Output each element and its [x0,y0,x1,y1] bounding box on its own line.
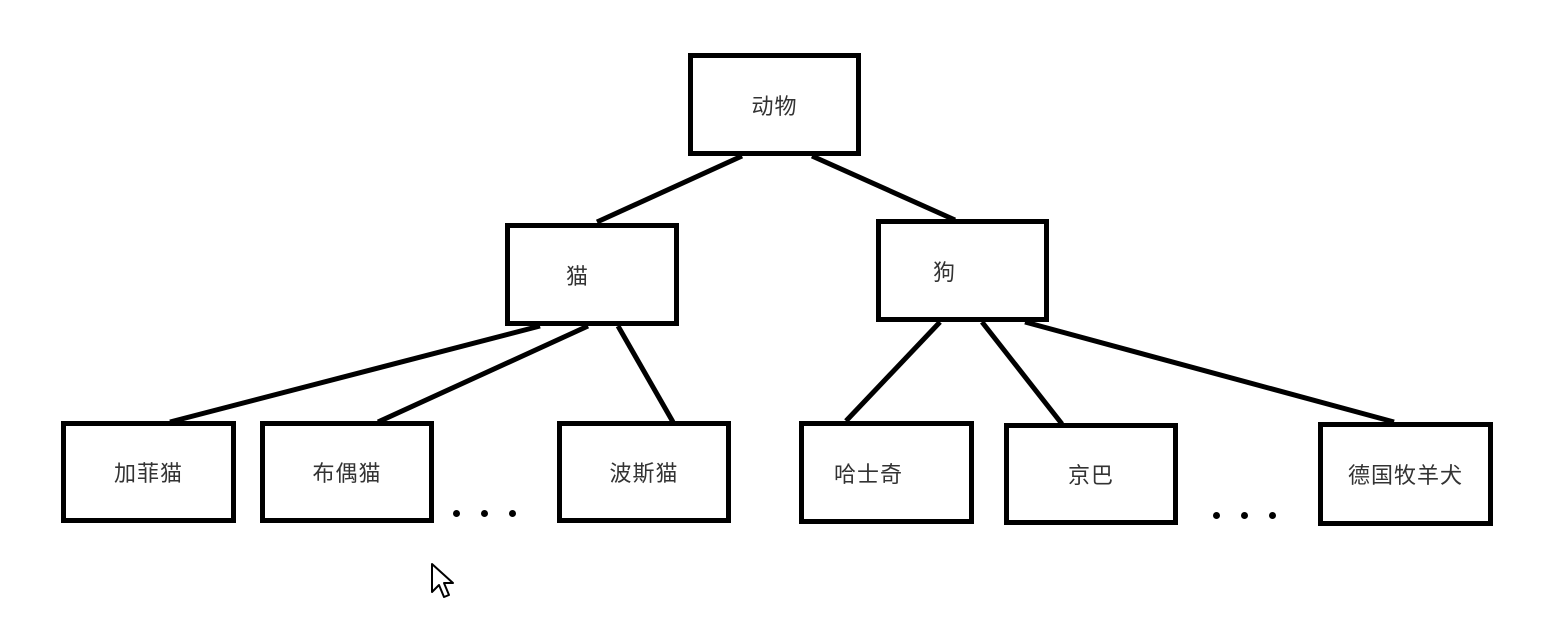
node-shepherd-label: 德国牧羊犬 [1347,464,1463,489]
node-pekingese: 京巴 [1004,423,1178,525]
node-ragdoll: 布偶猫 [260,421,434,523]
node-root-label: 动物 [751,94,798,120]
edge-cat-garfield [169,323,541,425]
node-shepherd: 德国牧羊犬 [1318,422,1493,526]
ellipsis-cats [453,510,516,517]
dot [1269,512,1276,519]
dot [509,510,516,517]
mouse-cursor-icon [431,563,454,598]
node-husky-label: 哈士奇 [834,462,904,488]
node-pekingese-label: 京巴 [1067,464,1114,489]
node-cat: 猫 [505,223,679,326]
node-persian: 波斯猫 [557,421,731,523]
node-husky: 哈士奇 [799,421,974,524]
dot [453,510,460,517]
node-persian-label: 波斯猫 [609,462,679,487]
node-garfield-label: 加菲猫 [113,462,183,487]
node-cat-label: 猫 [566,264,590,290]
ellipsis-dogs [1213,512,1276,519]
node-garfield: 加菲猫 [61,421,236,523]
node-ragdoll-label: 布偶猫 [312,462,382,487]
node-dog-label: 狗 [933,260,957,286]
edge-root-cat [595,153,744,225]
dot [1213,512,1220,519]
node-root: 动物 [688,53,861,156]
edge-cat-persian [615,324,676,424]
dot [481,510,488,517]
edge-dog-pekingese [980,320,1064,426]
edge-cat-ragdoll [376,323,590,425]
edge-dog-shepherd [1024,319,1395,425]
edge-dog-husky [844,320,942,423]
dot [1241,512,1248,519]
edge-root-dog [810,153,957,223]
node-dog: 狗 [876,219,1049,322]
